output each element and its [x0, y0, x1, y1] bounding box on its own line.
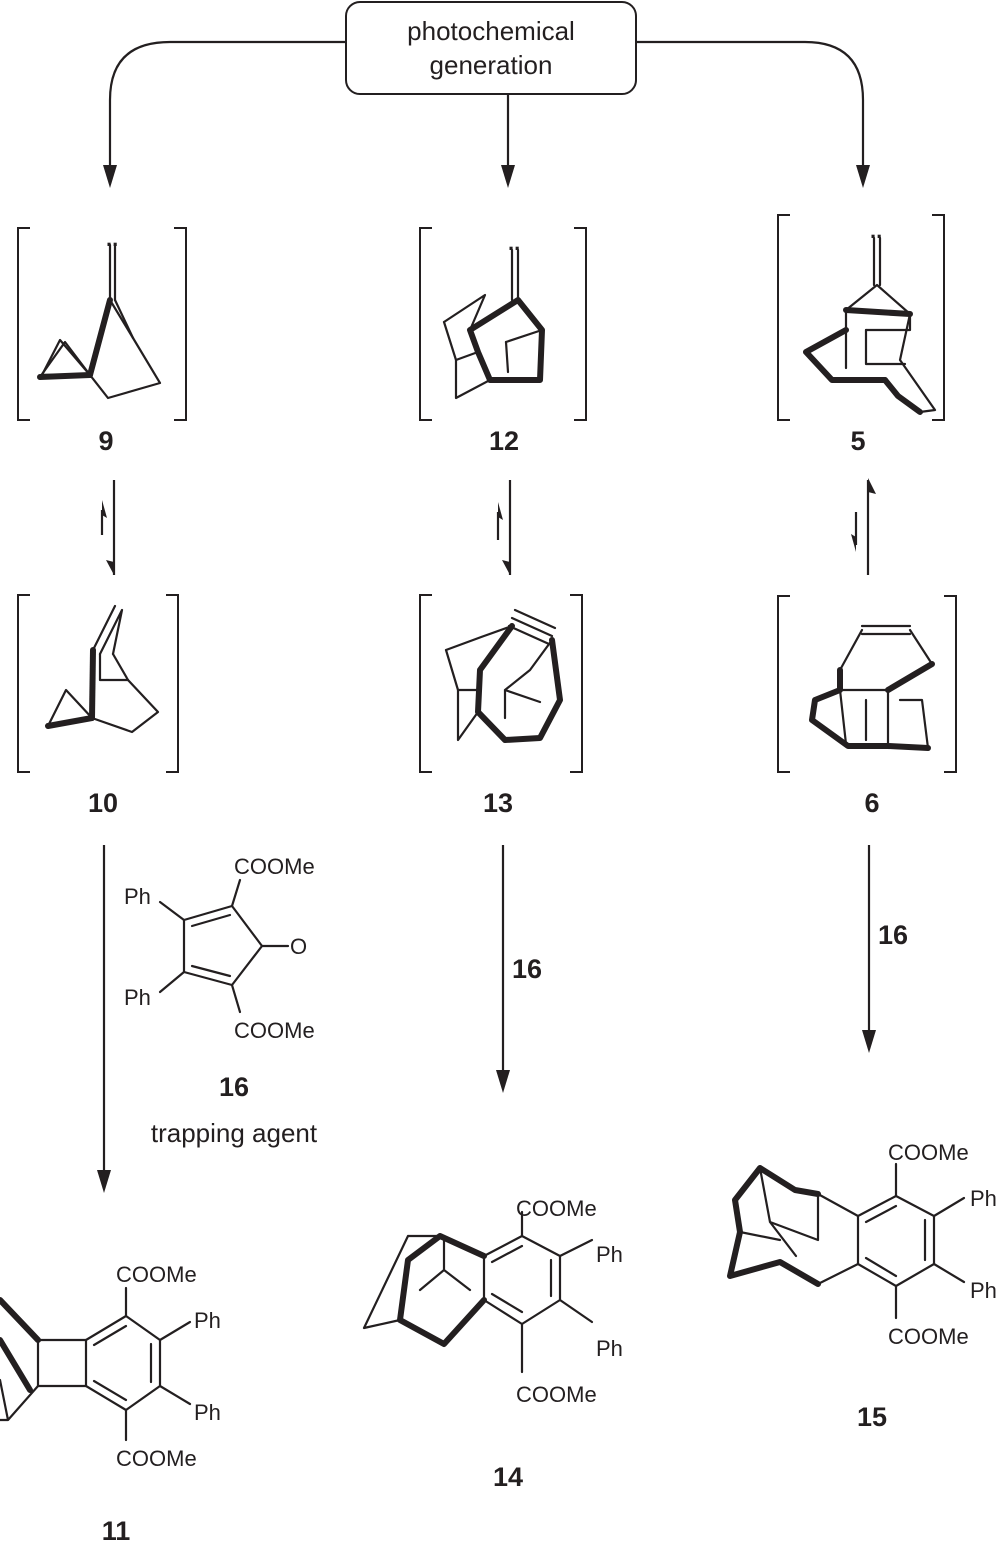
structure-10: 10: [17, 594, 179, 818]
p14-ester-top: COOMe: [516, 1196, 597, 1221]
label-14: 14: [493, 1462, 523, 1492]
p15-ph-top: Ph: [970, 1186, 997, 1211]
carbene-dots-9: ..: [106, 226, 118, 251]
reagent-ester-bottom: COOMe: [234, 1018, 315, 1043]
label-11: 11: [102, 1516, 131, 1546]
structure-13: 13: [419, 594, 583, 818]
label-5: 5: [850, 426, 865, 456]
p11-ph-bottom: Ph: [194, 1400, 221, 1425]
arrowhead-to-5: [856, 165, 870, 188]
arrow-to-5: [636, 40, 865, 175]
arrow-label-right: 16: [878, 920, 908, 950]
product-11: COOMe Ph Ph COOMe 11: [0, 1262, 221, 1546]
product-14: COOMe Ph Ph COOMe 14: [362, 1196, 623, 1492]
header-box: photochemical generation: [345, 1, 637, 95]
label-9: 9: [98, 426, 113, 456]
p14-ester-bottom: COOMe: [516, 1382, 597, 1407]
reagent-oxygen: O: [290, 934, 307, 959]
p11-ph-top: Ph: [194, 1308, 221, 1333]
header-line-1: photochemical: [407, 16, 575, 46]
arrowhead-to-12: [501, 165, 515, 188]
reagent-ph-bottom: Ph: [124, 985, 151, 1010]
p11-ester-top: COOMe: [116, 1262, 197, 1287]
p14-ph-bottom: Ph: [596, 1336, 623, 1361]
arrow-to-9: [108, 40, 346, 175]
arrowhead-to-9: [103, 165, 117, 188]
p15-ester-bottom: COOMe: [888, 1324, 969, 1349]
arrow-label-middle: 16: [512, 954, 542, 984]
trapping-agent-16: O COOMe COOMe Ph Ph 16 trapping agent: [124, 854, 318, 1148]
product-15: COOMe Ph Ph COOMe 15: [727, 1140, 997, 1432]
reagent-ph-top: Ph: [124, 884, 151, 909]
label-6: 6: [864, 788, 879, 818]
label-10: 10: [88, 788, 118, 818]
p11-ester-bottom: COOMe: [116, 1446, 197, 1471]
structure-5: .. 5: [777, 214, 945, 456]
p15-ph-bottom: Ph: [970, 1278, 997, 1303]
label-12: 12: [489, 426, 519, 456]
p15-ester-top: COOMe: [888, 1140, 969, 1165]
top-arrows: [103, 40, 870, 188]
structure-9: .. 9: [17, 226, 187, 456]
equilibrium-arrows: [100, 478, 876, 575]
carbene-dots-12: ..: [508, 230, 520, 255]
label-15: 15: [857, 1402, 887, 1432]
label-13: 13: [483, 788, 513, 818]
reagent-ester-top: COOMe: [234, 854, 315, 879]
header-line-2: generation: [430, 50, 553, 80]
trapping-arrows: 16 16: [97, 845, 908, 1193]
reagent-caption: trapping agent: [151, 1118, 318, 1148]
reagent-label-16: 16: [219, 1072, 249, 1102]
carbene-dots-5: ..: [870, 218, 882, 243]
structure-12: .. 12: [419, 227, 587, 456]
structure-6: 6: [777, 595, 957, 818]
p14-ph-top: Ph: [596, 1242, 623, 1267]
